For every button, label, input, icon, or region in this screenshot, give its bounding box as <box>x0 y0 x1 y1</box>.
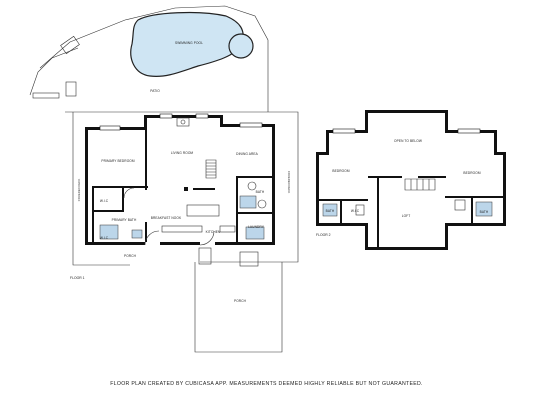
bedroom-label-1: BEDROOM <box>332 169 349 173</box>
floor-2-plan: OPEN TO BELOW BEDROOM BEDROOM LOFT BATH … <box>316 110 506 250</box>
covered-deck-label-right: COVERED DECK <box>287 171 291 194</box>
stairs-floor-1 <box>184 159 217 191</box>
spa <box>228 33 254 59</box>
primary-bedroom-label: PRIMARY BEDROOM <box>101 159 135 163</box>
swimming-pool <box>130 11 244 77</box>
laundry-label: LAUNDRY <box>248 225 265 229</box>
bath-label-2: BATH <box>326 209 335 213</box>
patio-label: PATIO <box>150 89 160 93</box>
kitchen-label: KITCHEN <box>206 230 221 234</box>
living-room-label: LIVING ROOM <box>171 151 194 155</box>
bath-label-3: BATH <box>480 210 489 214</box>
pool-label: SWIMMING POOL <box>175 41 203 45</box>
loft-label: LOFT <box>402 214 411 218</box>
floor-1-plan: PRIMARY BEDROOM LIVING ROOM DINING AREA … <box>65 111 299 353</box>
pool-area: SWIMMING POOL PATIO <box>29 5 269 112</box>
bedroom-label-2: BEDROOM <box>463 171 480 175</box>
bath-label-1: BATH <box>256 190 265 194</box>
dining-area-label: DINING AREA <box>236 152 258 156</box>
primary-bath-label: PRIMARY BATH <box>112 218 137 222</box>
stairs-floor-2 <box>404 178 436 191</box>
wic-label-2: W.I.C <box>100 236 109 240</box>
porch-label-1: PORCH <box>124 254 137 258</box>
porch-label-2: PORCH <box>234 299 247 303</box>
footer-disclaimer: FLOOR PLAN CREATED BY CUBICASA APP. MEAS… <box>110 381 423 387</box>
open-to-below-label: OPEN TO BELOW <box>394 139 422 143</box>
wic-label-3: W.I.C <box>351 209 360 213</box>
breakfast-nook-label: BREAKFAST NOOK <box>151 216 182 220</box>
floor-1-label: FLOOR 1 <box>70 276 85 280</box>
floor-2-label: FLOOR 2 <box>316 233 331 237</box>
covered-deck-label-left: COVERED DECK <box>77 179 81 202</box>
wic-label-1: W.I.C <box>100 199 109 203</box>
